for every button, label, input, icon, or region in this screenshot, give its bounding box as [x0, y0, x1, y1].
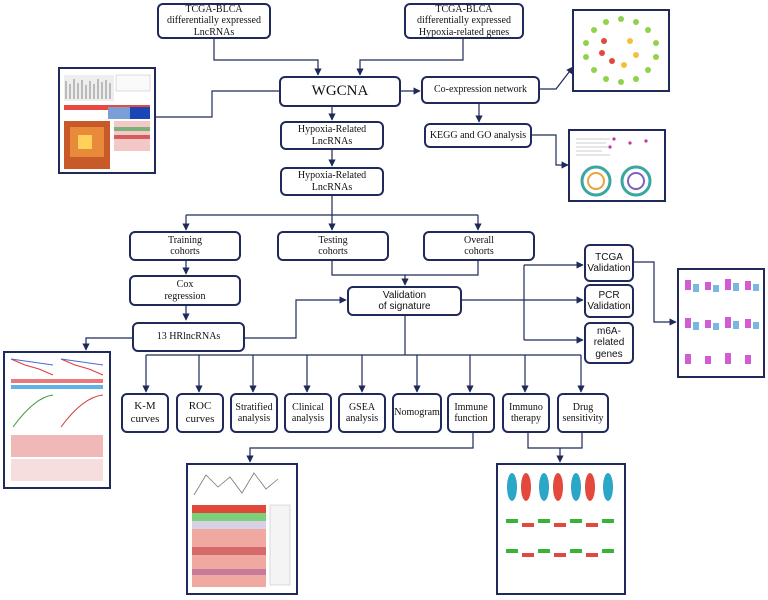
network-thumbnail: [572, 9, 670, 92]
wgcna-label: WGCNA: [311, 82, 369, 99]
hypoxia-lncrna-label-2: Hypoxia-Related LncRNAs: [297, 170, 367, 193]
cox-regression-label: Cox regression: [164, 279, 206, 302]
tcga-hypoxia-box: TCGA-BLCA differentially expressed Hypox…: [404, 3, 524, 39]
overall-cohorts-box: Overall cohorts: [423, 231, 535, 261]
testing-cohorts-label: Testing cohorts: [318, 234, 348, 258]
training-cohorts-label: Training cohorts: [167, 234, 203, 258]
arrow-immune-to-heatmap: [246, 433, 474, 463]
validation-signature-label: Validation of signature: [378, 289, 431, 313]
violin-image: [506, 473, 614, 557]
arrow-hrl-to-validation: [245, 296, 347, 339]
drug-sensitivity-label: Drug sensitivity: [562, 401, 604, 425]
boxplot-image: [685, 279, 759, 364]
training-cohorts-box: Training cohorts: [129, 231, 241, 261]
tcga-validation-label: TCGA Validation: [587, 251, 631, 275]
arrow-hyp-to-wgcna: [356, 38, 464, 76]
roc-curves-label: ROC curves: [185, 400, 215, 425]
overall-cohorts-label: Overall cohorts: [464, 234, 494, 258]
clinical-box: Clinical analysis: [284, 393, 332, 433]
kegg-go-image: [576, 137, 652, 197]
hrlncrna-label: 13 HRlncRNAs: [156, 331, 221, 343]
survival-plots-image: [10, 358, 104, 481]
wgcna-heatmap-thumbnail: [58, 67, 156, 174]
nomogram-box: Nomogram: [392, 393, 442, 433]
nomogram-label: Nomogram: [394, 407, 440, 419]
tcga-hypoxia-label: TCGA-BLCA differentially expressed Hypox…: [417, 3, 511, 38]
pcr-validation-box: PCR Validation: [584, 284, 634, 318]
arrow-lnc-to-wgcna: [213, 38, 322, 76]
wgcna-box: WGCNA: [279, 76, 401, 107]
m6a-genes-box: m6A- related genes: [584, 322, 634, 364]
kegg-go-thumbnail: [568, 129, 666, 202]
arrow-hrl-to-survival-plots: [82, 337, 132, 351]
testing-cohorts-box: Testing cohorts: [277, 231, 389, 261]
tcga-validation-box: TCGA Validation: [584, 244, 634, 282]
tcga-lncrna-label: TCGA-BLCA differentially expressed LncRN…: [167, 3, 261, 38]
arrow-validation-to-right: [462, 265, 525, 340]
gsea-label: GSEA analysis: [345, 401, 379, 425]
hypoxia-lncrna-box-1: Hypoxia-Related LncRNAs: [280, 121, 384, 150]
arrow-coexp-to-network: [540, 66, 574, 90]
roc-curves-box: ROC curves: [176, 393, 224, 433]
arrow-tcga-to-boxplots: [634, 261, 677, 326]
m6a-genes-label: m6A- related genes: [593, 325, 625, 360]
immune-heatmap-thumbnail: [186, 463, 298, 595]
gsea-box: GSEA analysis: [338, 393, 386, 433]
arrow-validation-to-analyses: [146, 316, 581, 356]
arrow-immuno-to-violin: [527, 433, 564, 463]
hrlncrna-box: 13 HRlncRNAs: [132, 322, 245, 352]
immune-function-box: Immune function: [447, 393, 495, 433]
immunotherapy-label: Immuno therapy: [509, 401, 543, 425]
drug-sensitivity-box: Drug sensitivity: [557, 393, 609, 433]
stratified-label: Stratified analysis: [235, 401, 273, 425]
tcga-boxplot-thumbnail: [677, 268, 765, 378]
immune-function-label: Immune function: [454, 401, 488, 425]
pcr-validation-label: PCR Validation: [587, 289, 631, 313]
tcga-lncrna-box: TCGA-BLCA differentially expressed LncRN…: [157, 3, 271, 39]
cox-regression-box: Cox regression: [129, 275, 241, 306]
arrow-split-cohorts: [186, 196, 478, 216]
stratified-box: Stratified analysis: [230, 393, 278, 433]
immune-heatmap-image: [192, 472, 291, 587]
immunotherapy-violin-thumbnail: [496, 463, 626, 595]
arrow-kegg-to-plots: [532, 134, 569, 169]
kegg-go-box: KEGG and GO analysis: [424, 123, 532, 148]
hypoxia-lncrna-label-1: Hypoxia-Related LncRNAs: [297, 124, 367, 147]
coexpression-box: Co-expression network: [421, 76, 540, 104]
network-image: [583, 16, 659, 85]
km-curves-label: K-M curves: [130, 400, 160, 425]
arrow-wgcna-to-heatmap: [106, 90, 280, 121]
arrow-overall-to-validation: [405, 261, 479, 276]
coexpression-label: Co-expression network: [433, 84, 528, 96]
km-curves-box: K-M curves: [121, 393, 169, 433]
validation-signature-box: Validation of signature: [347, 286, 462, 316]
immunotherapy-box: Immuno therapy: [502, 393, 550, 433]
arrow-test-to-validation: [331, 261, 409, 286]
survival-plots-thumbnail: [3, 351, 111, 489]
hypoxia-lncrna-box-2: Hypoxia-Related LncRNAs: [280, 167, 384, 196]
kegg-go-label: KEGG and GO analysis: [429, 129, 527, 141]
wgcna-heatmap-image: [64, 74, 151, 169]
clinical-label: Clinical analysis: [291, 401, 325, 425]
